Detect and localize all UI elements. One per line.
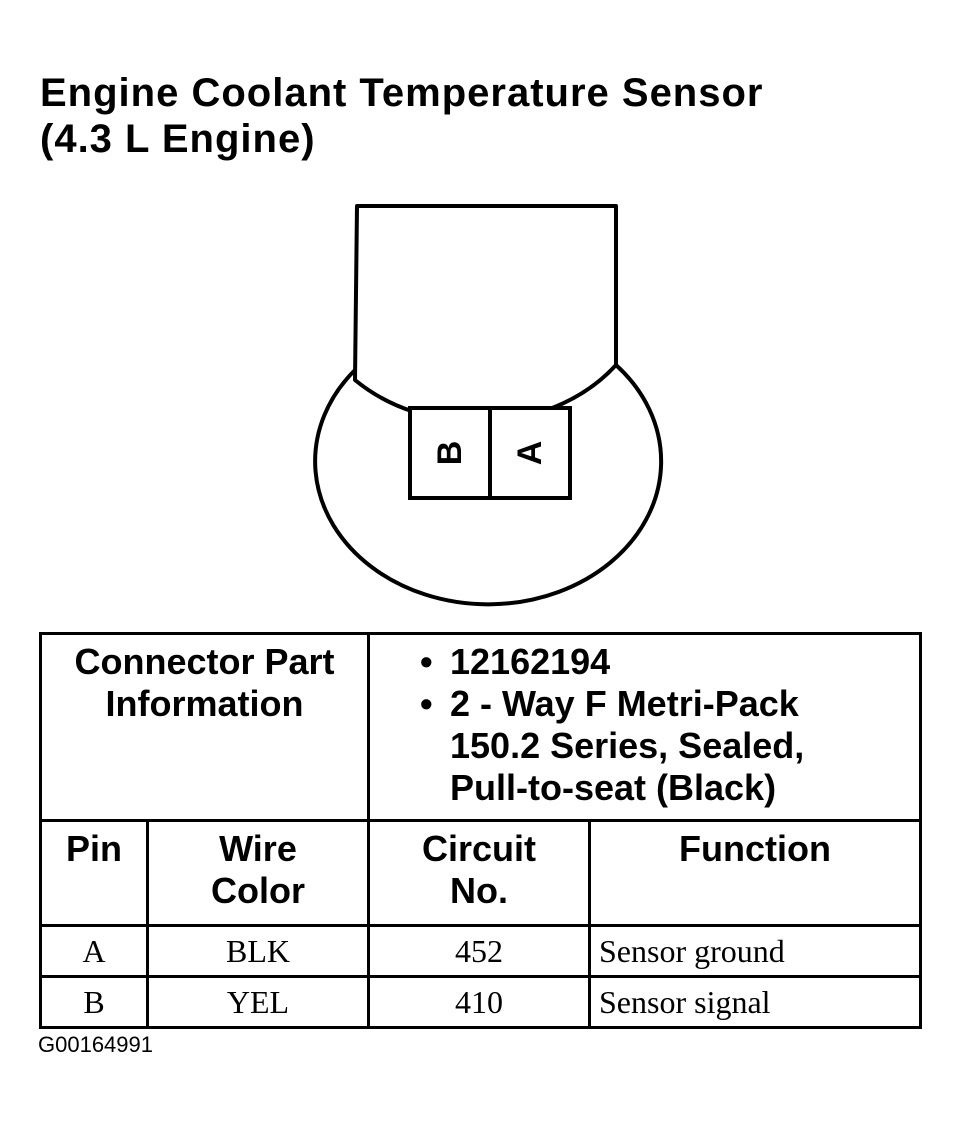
cell-pin: A <box>39 924 149 978</box>
cell-wire-color: BLK <box>146 924 370 978</box>
header-pin: Pin <box>39 819 149 927</box>
connector-info-table: Connector Part Information • 12162194 • … <box>39 632 923 1029</box>
part-info-row: Connector Part Information • 12162194 • … <box>39 632 923 822</box>
cell-pin: B <box>39 975 149 1029</box>
cell-function: Sensor signal <box>587 975 923 1029</box>
header-wire-color: Wire Color <box>146 819 370 927</box>
part-info-label: Connector Part Information <box>39 632 370 822</box>
pin-table-header-row: Pin Wire Color Circuit No. Function <box>39 819 923 927</box>
connector-body-outline <box>353 204 618 424</box>
connector-drawing: B A <box>313 204 664 607</box>
part-number: 12162194 <box>450 641 611 682</box>
connector-body-bottom <box>313 363 664 607</box>
cell-wire-color: YEL <box>146 975 370 1029</box>
header-circuit-no: Circuit No. <box>367 819 591 927</box>
title-line-2: (4.3 L Engine) <box>40 117 316 161</box>
part-info-item: • 2 - Way F Metri-Pack 150.2 Series, Sea… <box>420 683 805 808</box>
part-info-list: • 12162194 • 2 - Way F Metri-Pack 150.2 … <box>366 632 923 822</box>
diagram-title: Engine Coolant Temperature Sensor (4.3 L… <box>40 70 764 162</box>
table-row: B YEL 410 Sensor signal <box>39 975 923 1029</box>
pin-a-cavity <box>488 406 572 500</box>
cell-function: Sensor ground <box>587 924 923 978</box>
pin-a-label: A <box>511 441 549 466</box>
part-description: 2 - Way F Metri-Pack 150.2 Series, Seale… <box>450 683 805 808</box>
figure-id: G00164991 <box>38 1032 153 1057</box>
pin-b-label: B <box>431 441 469 466</box>
part-info-item: • 12162194 <box>420 641 611 682</box>
header-function: Function <box>587 819 923 927</box>
cell-circuit: 410 <box>367 975 591 1029</box>
pin-b-cavity <box>408 406 492 500</box>
cell-circuit: 452 <box>367 924 591 978</box>
title-line-1: Engine Coolant Temperature Sensor <box>40 71 764 115</box>
table-row: A BLK 452 Sensor ground <box>39 924 923 978</box>
